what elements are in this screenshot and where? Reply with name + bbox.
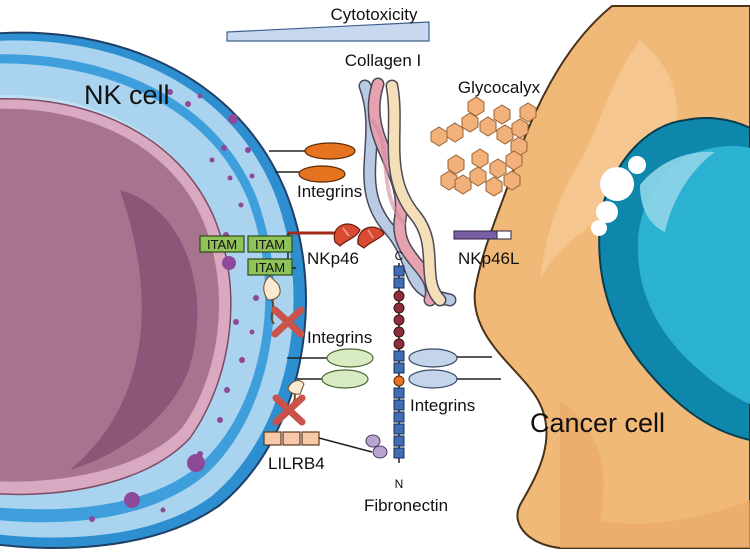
gradient-label: Cytotoxicity bbox=[331, 5, 418, 24]
lilrb4-ligand-2 bbox=[372, 445, 388, 459]
itam-label-3: ITAM bbox=[255, 260, 285, 275]
collagen-fiber: Collagen I bbox=[345, 51, 457, 307]
integrins-top-label: Integrins bbox=[297, 182, 362, 201]
integrin-orange-2 bbox=[298, 165, 346, 183]
glycocalyx: Glycocalyx bbox=[430, 78, 541, 197]
inhibit-cross-icon-1 bbox=[271, 306, 305, 338]
cancer-cell: Cancer cell bbox=[473, 5, 750, 549]
nkp46-complex: ITAM ITAM ITAM NKp46 bbox=[199, 223, 385, 276]
cancer-vesicle-small bbox=[591, 220, 607, 236]
nkp46l-tm bbox=[496, 230, 512, 240]
integrin-blue-2 bbox=[408, 369, 458, 389]
cancer-shade bbox=[560, 400, 750, 548]
integrins-right-label: Integrins bbox=[410, 396, 475, 415]
nk-granules bbox=[89, 89, 271, 522]
integrins-middle-label: Integrins bbox=[307, 328, 372, 347]
lilrb4-ligand-1 bbox=[365, 434, 381, 448]
glycocalyx-label: Glycocalyx bbox=[458, 78, 541, 97]
itam-label-1: ITAM bbox=[207, 237, 237, 252]
cancer-vesicle-mid bbox=[596, 201, 618, 223]
itam-box-1 bbox=[199, 235, 245, 253]
itam-label-2: ITAM bbox=[255, 237, 285, 252]
nkp46l: NKp46L bbox=[453, 230, 519, 268]
collagen-label: Collagen I bbox=[345, 51, 422, 70]
nkp46-domain-1 bbox=[333, 223, 361, 247]
integrins-green bbox=[287, 348, 374, 389]
integrin-green-1 bbox=[326, 348, 374, 368]
nk-nucleus-shade bbox=[70, 190, 198, 470]
integrin-blue-1 bbox=[408, 348, 458, 368]
gradient-wedge bbox=[226, 21, 430, 42]
cancer-nucleus-highlight bbox=[640, 151, 715, 232]
nk-cell-label: NK cell bbox=[84, 80, 170, 110]
nkp46-label: NKp46 bbox=[307, 249, 359, 268]
fibronectin: C N Fibronectin bbox=[364, 249, 448, 515]
cancer-highlight bbox=[540, 40, 678, 280]
nk-cell: NK cell bbox=[0, 31, 307, 549]
glycan-lower bbox=[440, 148, 523, 197]
lilrb4: LILRB4 bbox=[263, 431, 388, 473]
cancer-cell-label: Cancer cell bbox=[530, 408, 665, 438]
glycan-upper bbox=[430, 96, 537, 157]
inhibit-cross-icon-2 bbox=[272, 394, 306, 426]
integrin-orange-1 bbox=[304, 142, 356, 160]
fibronectin-c-terminus: C bbox=[395, 249, 404, 263]
cancer-vesicle-large bbox=[600, 167, 634, 201]
fibronectin-label: Fibronectin bbox=[364, 496, 448, 515]
inhibited-receptor-lower bbox=[272, 380, 306, 426]
cytotoxicity-gradient: Cytotoxicity bbox=[226, 5, 430, 42]
integrins-blue: Integrins bbox=[408, 348, 501, 415]
cancer-vesicle-top bbox=[628, 156, 646, 174]
nkp46l-bar bbox=[453, 230, 498, 240]
nkp46l-label: NKp46L bbox=[458, 249, 519, 268]
itam-box-3 bbox=[247, 258, 293, 276]
nkp46-domain-2 bbox=[357, 226, 385, 249]
fibronectin-n-terminus: N bbox=[395, 477, 404, 491]
integrins-orange: Integrins bbox=[269, 142, 362, 201]
lilrb4-label: LILRB4 bbox=[268, 454, 325, 473]
itam-box-2 bbox=[247, 235, 293, 253]
inhibited-receptor-upper: Integrins bbox=[263, 275, 372, 347]
integrin-green-2 bbox=[321, 369, 369, 389]
